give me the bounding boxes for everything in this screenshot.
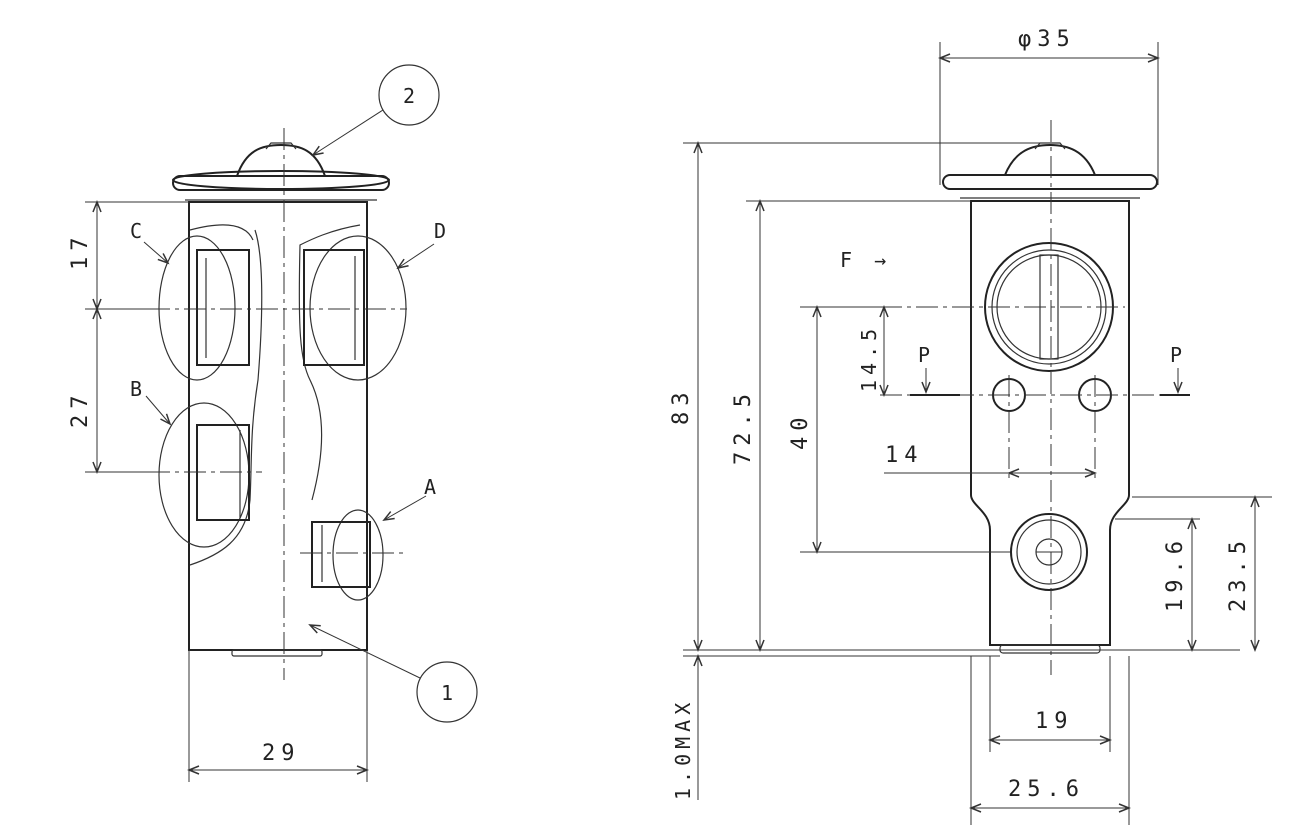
port-b — [158, 402, 250, 548]
lower-port — [1010, 513, 1088, 591]
dim-14: 14 — [885, 443, 924, 468]
dim-17: 17 — [68, 232, 93, 271]
port-d — [303, 235, 407, 381]
port-a — [311, 509, 384, 601]
dim-83: 83 — [669, 387, 694, 426]
callout-2: 2 — [403, 84, 420, 108]
dim-27: 27 — [68, 390, 93, 429]
label-p-right: P — [1170, 343, 1187, 367]
label-p-left: P — [918, 343, 935, 367]
left-view: 17 27 29 C D B A 2 1 — [68, 64, 478, 782]
left-cavity — [189, 224, 361, 566]
dim-40: 40 — [788, 412, 813, 451]
dim-19-6: 19.6 — [1163, 535, 1188, 612]
dim-19: 19 — [1035, 709, 1074, 734]
flow-label: F → — [840, 248, 891, 272]
dim-29: 29 — [262, 741, 301, 766]
port-c — [158, 235, 250, 381]
dim-72-5: 72.5 — [731, 388, 756, 465]
right-body — [970, 200, 1130, 646]
dim-1-0max: 1.0MAX — [671, 698, 695, 800]
dim-25-6: 25.6 — [1008, 777, 1085, 802]
callout-1-circle — [416, 661, 478, 723]
callout-1: 1 — [441, 681, 458, 705]
dim-23-5: 23.5 — [1226, 535, 1251, 612]
dim-14-5: 14.5 — [857, 324, 881, 392]
label-c: C — [130, 219, 147, 243]
right-view: P P F → φ35 83 1.0MAX 72.5 40 14.5 — [669, 27, 1272, 825]
left-cap — [172, 142, 390, 201]
dim-phi35: φ35 — [1018, 27, 1076, 52]
callout-2-circle — [378, 64, 440, 126]
label-a: A — [424, 475, 441, 499]
right-cap — [942, 142, 1158, 199]
label-b: B — [130, 377, 147, 401]
label-d: D — [434, 219, 451, 243]
